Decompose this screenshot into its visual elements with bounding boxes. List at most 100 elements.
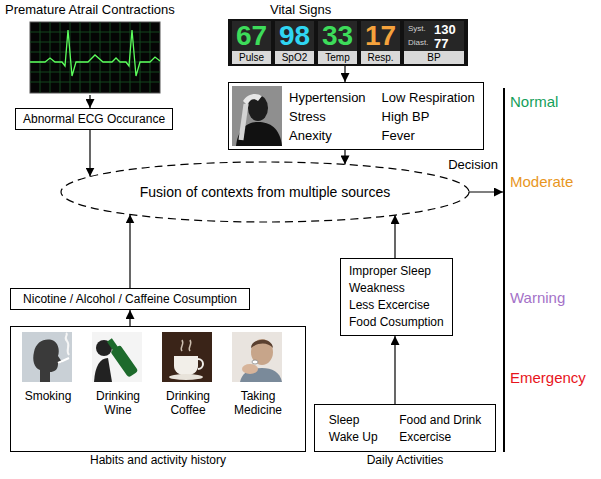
coffee-image xyxy=(162,332,212,382)
vital-gauge: 67Pulse xyxy=(232,21,271,64)
dashed-ellipse xyxy=(61,162,469,222)
person-hand xyxy=(243,94,262,105)
photo-ground xyxy=(232,332,282,382)
node-text: Diast. xyxy=(408,38,428,47)
connector-arrow xyxy=(469,191,503,192)
node-text: Warning xyxy=(510,289,565,306)
connector-arrow xyxy=(394,215,395,258)
pill xyxy=(252,360,258,364)
node-text: Sleep xyxy=(329,413,378,427)
connector-arrow xyxy=(89,130,90,177)
activities-box: SleepFood and DrinkWake UpExcerciseDaily… xyxy=(314,404,496,452)
vital-gauge: 98SpO2 xyxy=(275,21,314,64)
node-text: Low Respiration xyxy=(382,90,475,105)
person-head xyxy=(251,339,273,365)
symptom-box: Hypertension Low RespirationStress High BP… xyxy=(228,82,484,150)
node-text: Excercise xyxy=(399,430,481,444)
node-text: Improper Sleep xyxy=(349,263,444,280)
connector-arrow xyxy=(129,214,130,288)
smoking-image xyxy=(22,332,72,382)
node-text: Premature Atrail Contractions xyxy=(5,2,175,17)
node-text: Taking Medicine xyxy=(225,389,291,417)
node-text: Hypertension xyxy=(289,90,366,105)
habits-box: Smoking Drinking WineDrinking CoffeeTakin… xyxy=(10,326,306,452)
node-text: Moderate xyxy=(510,173,573,190)
ecg-panel: Premature Atrail Contractions xyxy=(5,2,195,95)
edge-label: Decision xyxy=(446,157,500,172)
coffee-cup xyxy=(174,356,198,376)
vital-signs-panel: Vital Signs67Pulse98SpO233Temp17Resp.Sys… xyxy=(228,0,468,66)
node-text: Drinking Coffee xyxy=(155,389,221,417)
steam xyxy=(181,340,191,351)
wine-bottle xyxy=(104,337,138,378)
photo-ground xyxy=(162,332,212,382)
node-text: Syst. xyxy=(408,24,426,33)
cigarette xyxy=(58,358,69,363)
node-text: 67 xyxy=(232,21,271,51)
connector-arrow xyxy=(129,310,130,326)
node-text: Food Cosumption xyxy=(349,314,444,331)
node-text: Pulse xyxy=(232,51,271,64)
photo-ground xyxy=(232,86,282,146)
drinker-body xyxy=(94,358,112,382)
smoker-head xyxy=(33,340,62,383)
node-text: 33 xyxy=(318,21,357,51)
node-text: Food and Drink xyxy=(399,413,481,427)
node-text: BP xyxy=(404,51,464,64)
person-hair xyxy=(251,340,273,348)
connector-arrow xyxy=(344,150,345,164)
node-text: Fusion of contexts from multiple sources xyxy=(140,184,391,200)
node-text: Temp xyxy=(318,51,357,64)
node-text: Normal xyxy=(510,93,558,110)
node-text: Stress xyxy=(289,109,366,124)
node-text: Anexity xyxy=(289,128,366,143)
ecg-image xyxy=(30,22,160,93)
node-text: Abnormal ECG Occurance xyxy=(23,112,165,126)
ecg-trace xyxy=(30,30,160,76)
photo-ground xyxy=(22,332,72,382)
person-arm xyxy=(241,104,246,140)
bp-gauge: Syst. 130Diast. 77BP xyxy=(404,21,464,64)
vital-gauge: 33Temp xyxy=(318,21,357,64)
node-text: Resp. xyxy=(361,51,400,64)
process-box: Nicotine / Alcohol / Caffeine Cosumption xyxy=(10,288,250,310)
node-text: Wake Up xyxy=(329,430,378,444)
ecg-screen xyxy=(30,22,160,93)
photo-ground xyxy=(92,332,142,382)
node-text: Drinking Wine xyxy=(85,389,151,417)
node-text: SpO2 xyxy=(275,51,314,64)
person-hand xyxy=(242,364,258,374)
node-text: Weakness xyxy=(349,280,444,297)
process-box: Abnormal ECG Occurance xyxy=(15,108,173,130)
wine-image xyxy=(92,332,142,382)
connector-arrow xyxy=(344,66,345,82)
stressed-person-image xyxy=(232,86,282,146)
saucer xyxy=(169,374,203,380)
decision-scale: NormalModerateWarningEmergency xyxy=(503,88,598,452)
medicine-image xyxy=(232,332,282,382)
process-box: Improper SleepWeaknessLess ExcerciseFood… xyxy=(340,258,453,336)
node-text: Smoking xyxy=(15,389,81,403)
vital-gauge: 17Resp. xyxy=(361,21,400,64)
node-text: 77 xyxy=(434,36,448,51)
node-text: High BP xyxy=(382,109,475,124)
bottle-neck xyxy=(107,338,118,350)
node-text: 98 xyxy=(275,21,314,51)
node-text: Vital Signs xyxy=(270,2,331,17)
fusion-ellipse: Fusion of contexts from multiple sources xyxy=(60,161,470,223)
ecg-grid xyxy=(30,22,160,93)
node-text: Habits and activity history xyxy=(11,453,305,467)
smoke xyxy=(66,333,69,355)
cup-handle xyxy=(198,359,203,369)
node-text: 17 xyxy=(361,21,400,51)
connector-arrow xyxy=(394,336,395,404)
node-text: 130 xyxy=(434,22,456,37)
node-text: Emergency xyxy=(510,369,586,386)
node-text: Fever xyxy=(382,128,475,143)
node-text: Nicotine / Alcohol / Caffeine Cosumption xyxy=(18,292,242,306)
node-text: Less Excercise xyxy=(349,297,444,314)
connector-arrow xyxy=(89,95,90,108)
